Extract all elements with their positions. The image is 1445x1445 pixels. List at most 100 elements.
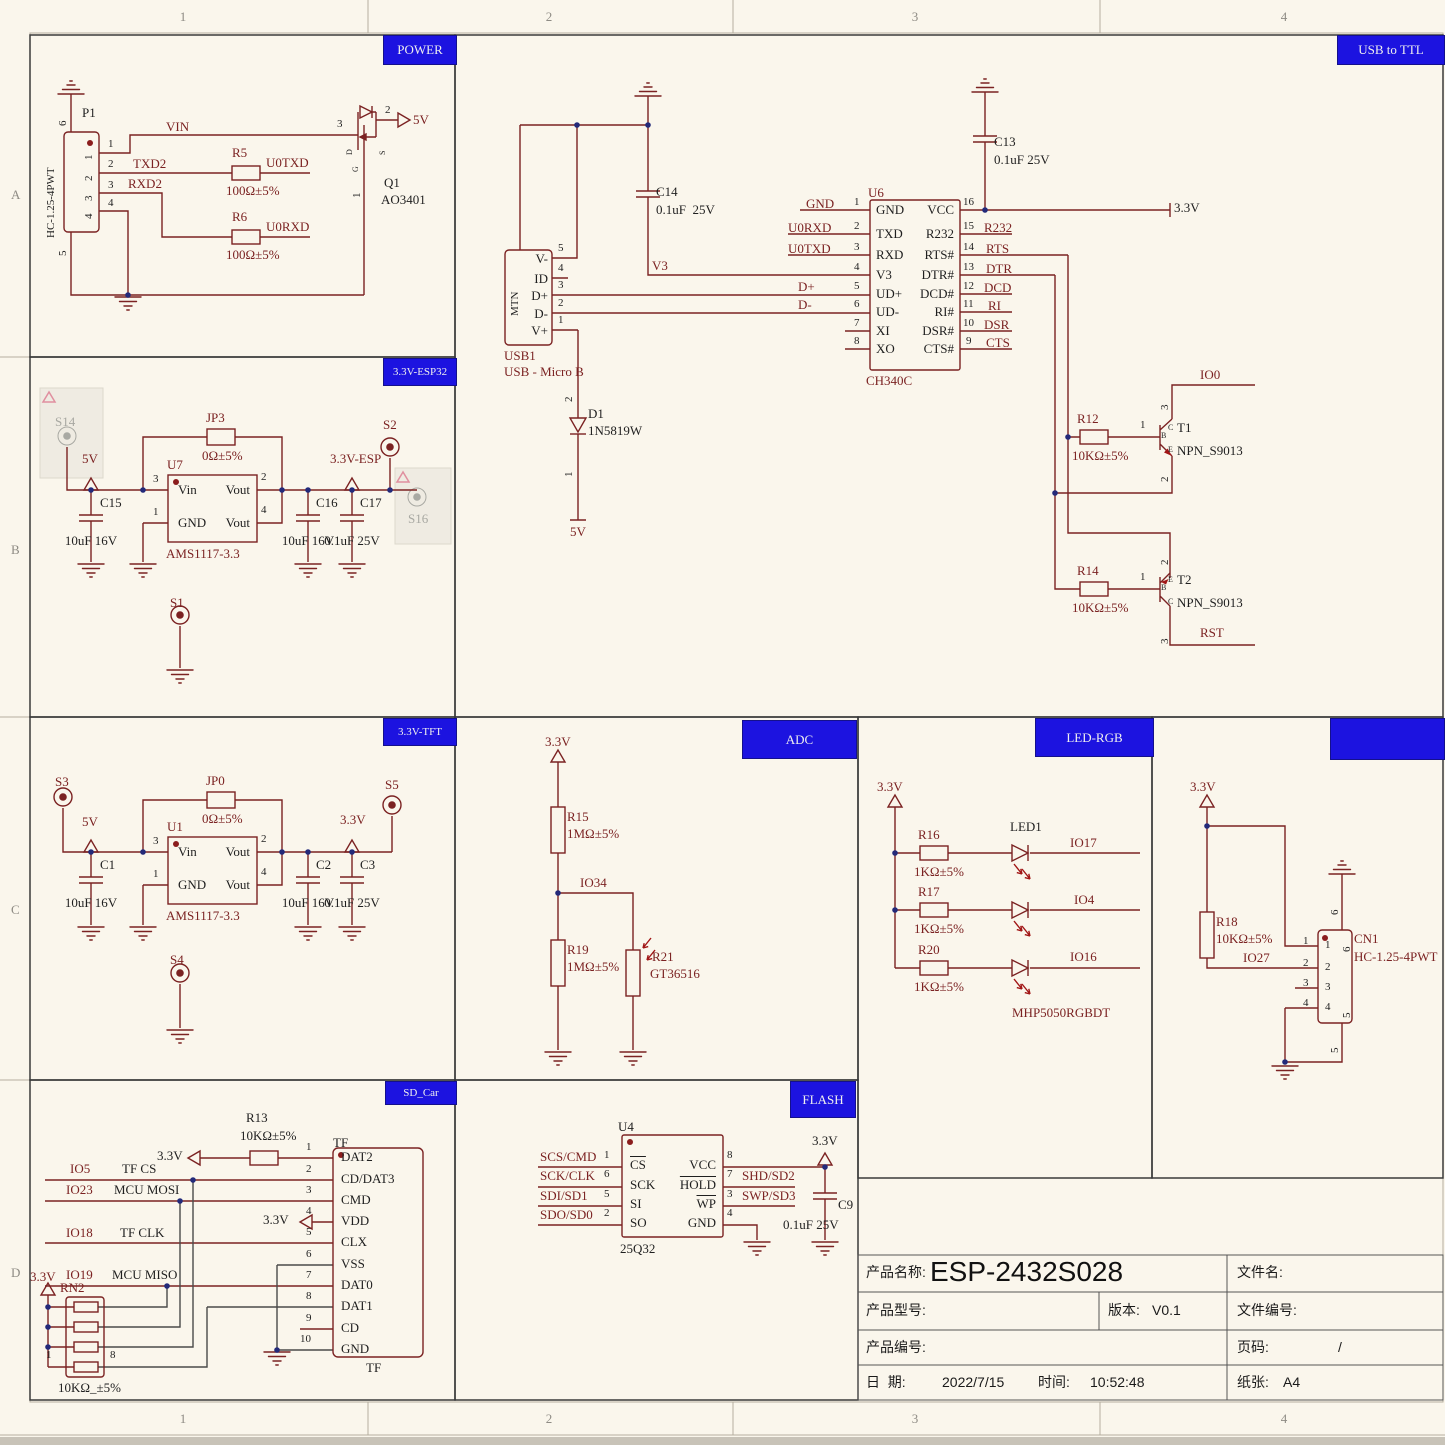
c15-val: 10uF 16V xyxy=(64,533,118,548)
cn1-o3: 3 xyxy=(1303,977,1309,989)
usb1-ref: USB1 xyxy=(504,348,536,363)
net-shdsd2: SHD/SD2 xyxy=(742,1168,795,1183)
net-txd2: TXD2 xyxy=(133,156,167,171)
u4-n8: 8 xyxy=(727,1149,733,1161)
title-version-value: V0.1 xyxy=(1152,1302,1181,1318)
net-io23: IO23 xyxy=(66,1182,93,1197)
u6-rn12: 12 xyxy=(963,280,974,292)
net-dsr: DSR xyxy=(984,317,1010,332)
usb1-part: USB - Micro B xyxy=(504,364,584,379)
cn1-ref: CN1 xyxy=(1354,931,1379,946)
q1-d: D xyxy=(345,149,354,155)
u6-net-gnd: GND xyxy=(806,196,835,211)
r6-ref: R6 xyxy=(232,209,248,224)
u6-ref: U6 xyxy=(868,185,884,200)
t2-transistor xyxy=(1159,572,1255,646)
u1-p4: 4 xyxy=(261,866,267,878)
r14-val: 10KΩ±5% xyxy=(1072,600,1129,615)
rn2-ref: RN2 xyxy=(60,1280,85,1295)
section-borders xyxy=(29,34,1444,1401)
tf-n4: 4 xyxy=(306,1205,312,1217)
title-paper-value: A4 xyxy=(1283,1374,1301,1390)
net-io5: IO5 xyxy=(70,1161,91,1176)
title-model-label: 产品型号: xyxy=(866,1302,926,1318)
p1-stub4: 4 xyxy=(108,197,114,209)
title-time-value: 10:52:48 xyxy=(1090,1374,1145,1390)
title-time-label: 时间: xyxy=(1038,1374,1070,1390)
u6-pn-v3: V3 xyxy=(876,267,892,282)
r6-net: U0RXD xyxy=(266,219,310,234)
t1-e: E xyxy=(1168,445,1173,454)
cn1-i6: 6 xyxy=(1341,946,1353,953)
net-dp: D+ xyxy=(798,279,815,294)
d1-pin1: 1 xyxy=(563,471,575,478)
cn1-i2: 2 xyxy=(1325,961,1331,973)
net-sdisd1: SDI/SD1 xyxy=(540,1188,588,1203)
r16-val: 1KΩ±5% xyxy=(914,864,965,879)
cn1-i5: 5 xyxy=(1341,1012,1353,1019)
c9-val: 0.1uF 25V xyxy=(783,1217,839,1232)
rn2-val: 10KΩ_±5% xyxy=(58,1380,122,1395)
tf-n1: 1 xyxy=(306,1141,312,1153)
usb1-mtn: MTN xyxy=(509,291,521,316)
cn1-o2: 2 xyxy=(1303,957,1309,969)
r13-ref: R13 xyxy=(246,1110,268,1125)
tf-vdd: VDD xyxy=(341,1213,370,1228)
tf-dat0: DAT0 xyxy=(341,1277,373,1292)
u6-rn11: 11 xyxy=(963,298,974,310)
banner-right-blank xyxy=(1330,718,1445,760)
net-io27: IO27 xyxy=(1243,950,1270,965)
r18-val: 10KΩ±5% xyxy=(1216,931,1273,946)
r19-val: 1MΩ±5% xyxy=(567,959,620,974)
q1-pin2: 2 xyxy=(385,104,391,116)
u4-ref: U4 xyxy=(618,1119,634,1134)
t2-pin2: 2 xyxy=(1159,559,1171,566)
tf-cddat3: CD/DAT3 xyxy=(341,1171,395,1186)
banner-adc: ADC xyxy=(742,720,857,759)
u6-ln6: 6 xyxy=(854,298,860,310)
net-sdosd0: SDO/SD0 xyxy=(540,1207,593,1222)
p1-in2: 2 xyxy=(83,175,95,182)
t1-pin3: 3 xyxy=(1159,404,1171,411)
u6-ln8: 8 xyxy=(854,335,860,347)
c3-ref: C3 xyxy=(360,857,376,872)
grid-top-2: 2 xyxy=(545,9,553,24)
usb1-id: ID xyxy=(534,271,548,286)
net-dcd: DCD xyxy=(984,280,1012,295)
c17-ref: C17 xyxy=(360,495,382,510)
net-rxd2: RXD2 xyxy=(128,176,162,191)
u6-pn-r232: R232 xyxy=(925,226,954,241)
title-partno-label: 产品编号: xyxy=(866,1339,926,1355)
r13-val: 10KΩ±5% xyxy=(240,1128,297,1143)
u7-p3: 3 xyxy=(153,473,159,485)
net-dm: D- xyxy=(798,297,812,312)
u6-pn-rts: RTS# xyxy=(924,247,954,262)
tf-top: TF xyxy=(333,1135,349,1150)
u1-p2: 2 xyxy=(261,833,267,845)
r17-val: 1KΩ±5% xyxy=(914,921,965,936)
c16-ref: C16 xyxy=(316,495,338,510)
banner-sd-car: SD_Car xyxy=(385,1081,457,1105)
cn1-part: HC-1.25-4PWT xyxy=(1354,949,1438,964)
t2-ref: T2 xyxy=(1177,572,1192,587)
u6-pn-txd: TXD xyxy=(876,226,903,241)
t2-part: NPN_S9013 xyxy=(1177,595,1243,610)
banner-led-rgb: LED-RGB xyxy=(1035,718,1154,757)
led1-part: MHP5050RGBDT xyxy=(1012,1005,1111,1020)
t1-part: NPN_S9013 xyxy=(1177,443,1243,458)
led-rgb-section xyxy=(887,794,1140,995)
p1-in4: 4 xyxy=(83,213,95,220)
usb-ttl-section xyxy=(504,78,1255,646)
u1-gnd: GND xyxy=(178,877,207,892)
c14-ref: C14 xyxy=(656,184,678,199)
u4-si: SI xyxy=(630,1196,642,1211)
net-io16: IO16 xyxy=(1070,949,1097,964)
title-page-label: 页码: xyxy=(1237,1339,1269,1355)
s3-ref: S3 xyxy=(55,774,69,789)
net-33v-tft: 3.3V xyxy=(340,812,366,827)
rn2-p8: 8 xyxy=(110,1349,116,1361)
u6-pn-dcd: DCD# xyxy=(920,286,954,301)
u6-ln2: 2 xyxy=(854,220,860,232)
